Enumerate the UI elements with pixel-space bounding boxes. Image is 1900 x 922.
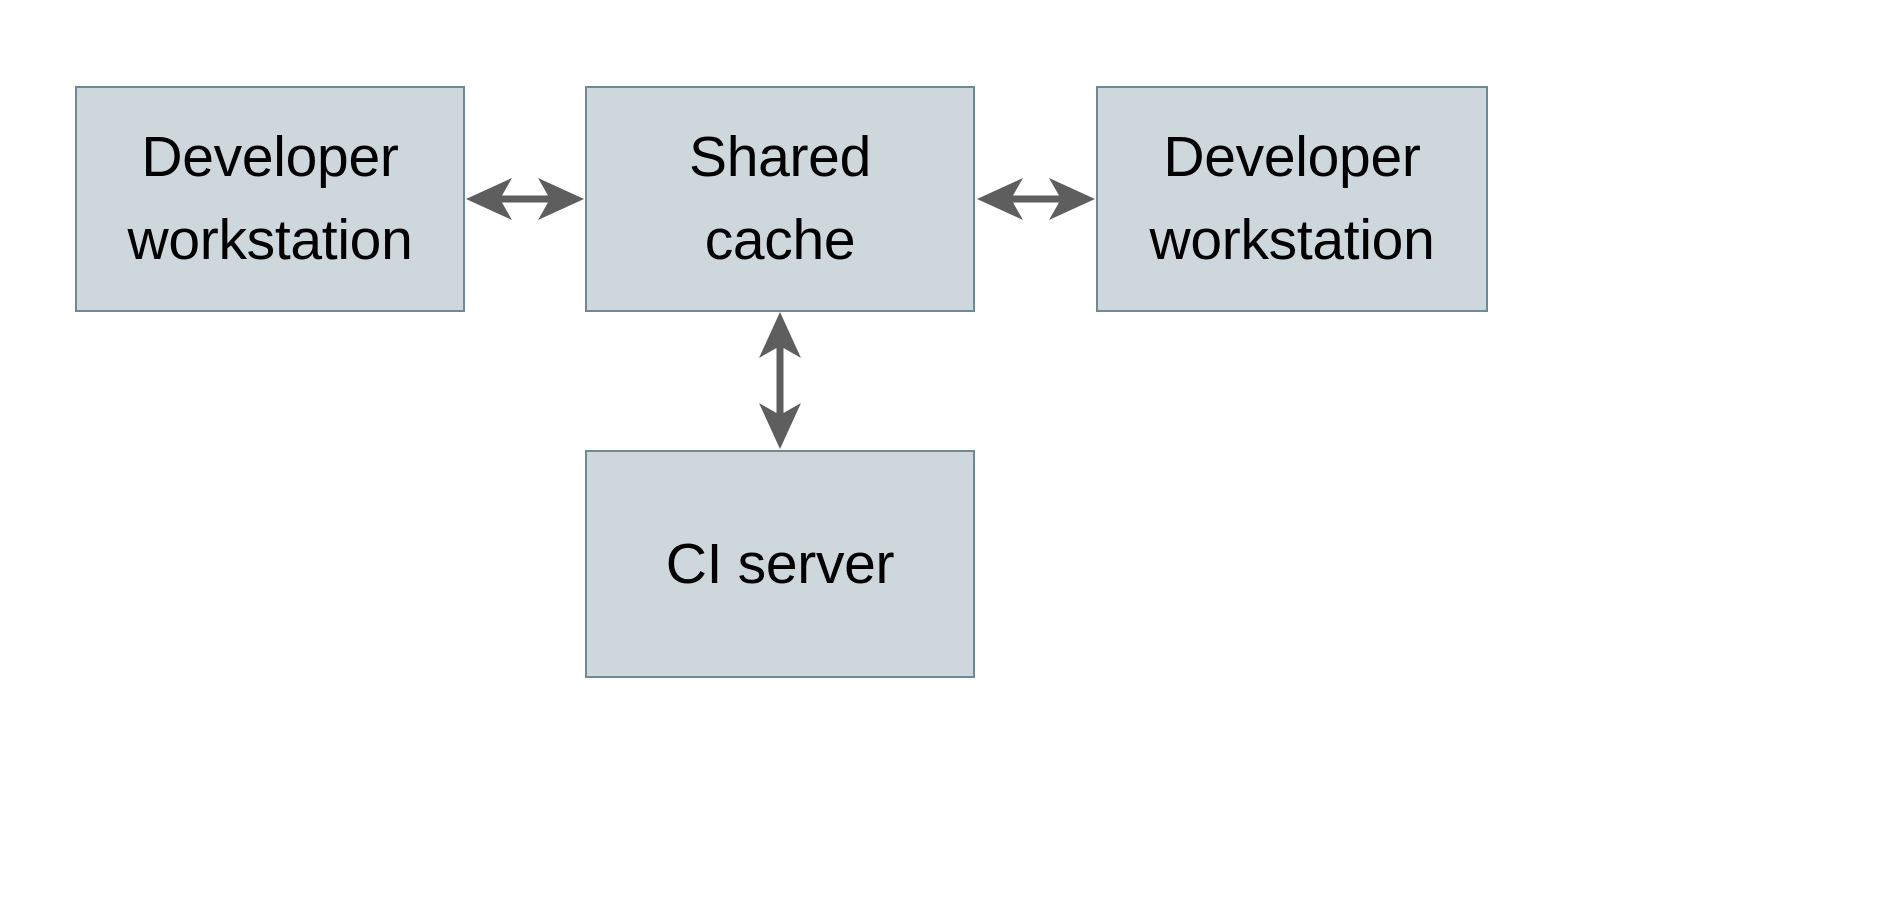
arrowhead-left [977, 178, 1023, 220]
arrowhead-right [1049, 178, 1095, 220]
node-label: Shared cache [688, 125, 871, 272]
arrowhead-down [759, 403, 801, 449]
arrowhead-right [538, 178, 584, 220]
node-developer-workstation-left[interactable]: Developer workstation [75, 86, 465, 312]
edge-shared-devright [977, 178, 1095, 220]
node-developer-workstation-right[interactable]: Developer workstation [1096, 86, 1488, 312]
node-ci-server[interactable]: CI server [585, 450, 975, 678]
node-shared-cache[interactable]: Shared cache [585, 86, 975, 312]
node-label: CI server [665, 531, 895, 596]
arrowhead-left [466, 178, 512, 220]
edge-shared-ci [759, 312, 801, 449]
node-label: Developer workstation [1149, 125, 1435, 272]
node-label: Developer workstation [127, 125, 413, 272]
arrowhead-up [759, 312, 801, 358]
edge-devleft-shared [466, 178, 584, 220]
